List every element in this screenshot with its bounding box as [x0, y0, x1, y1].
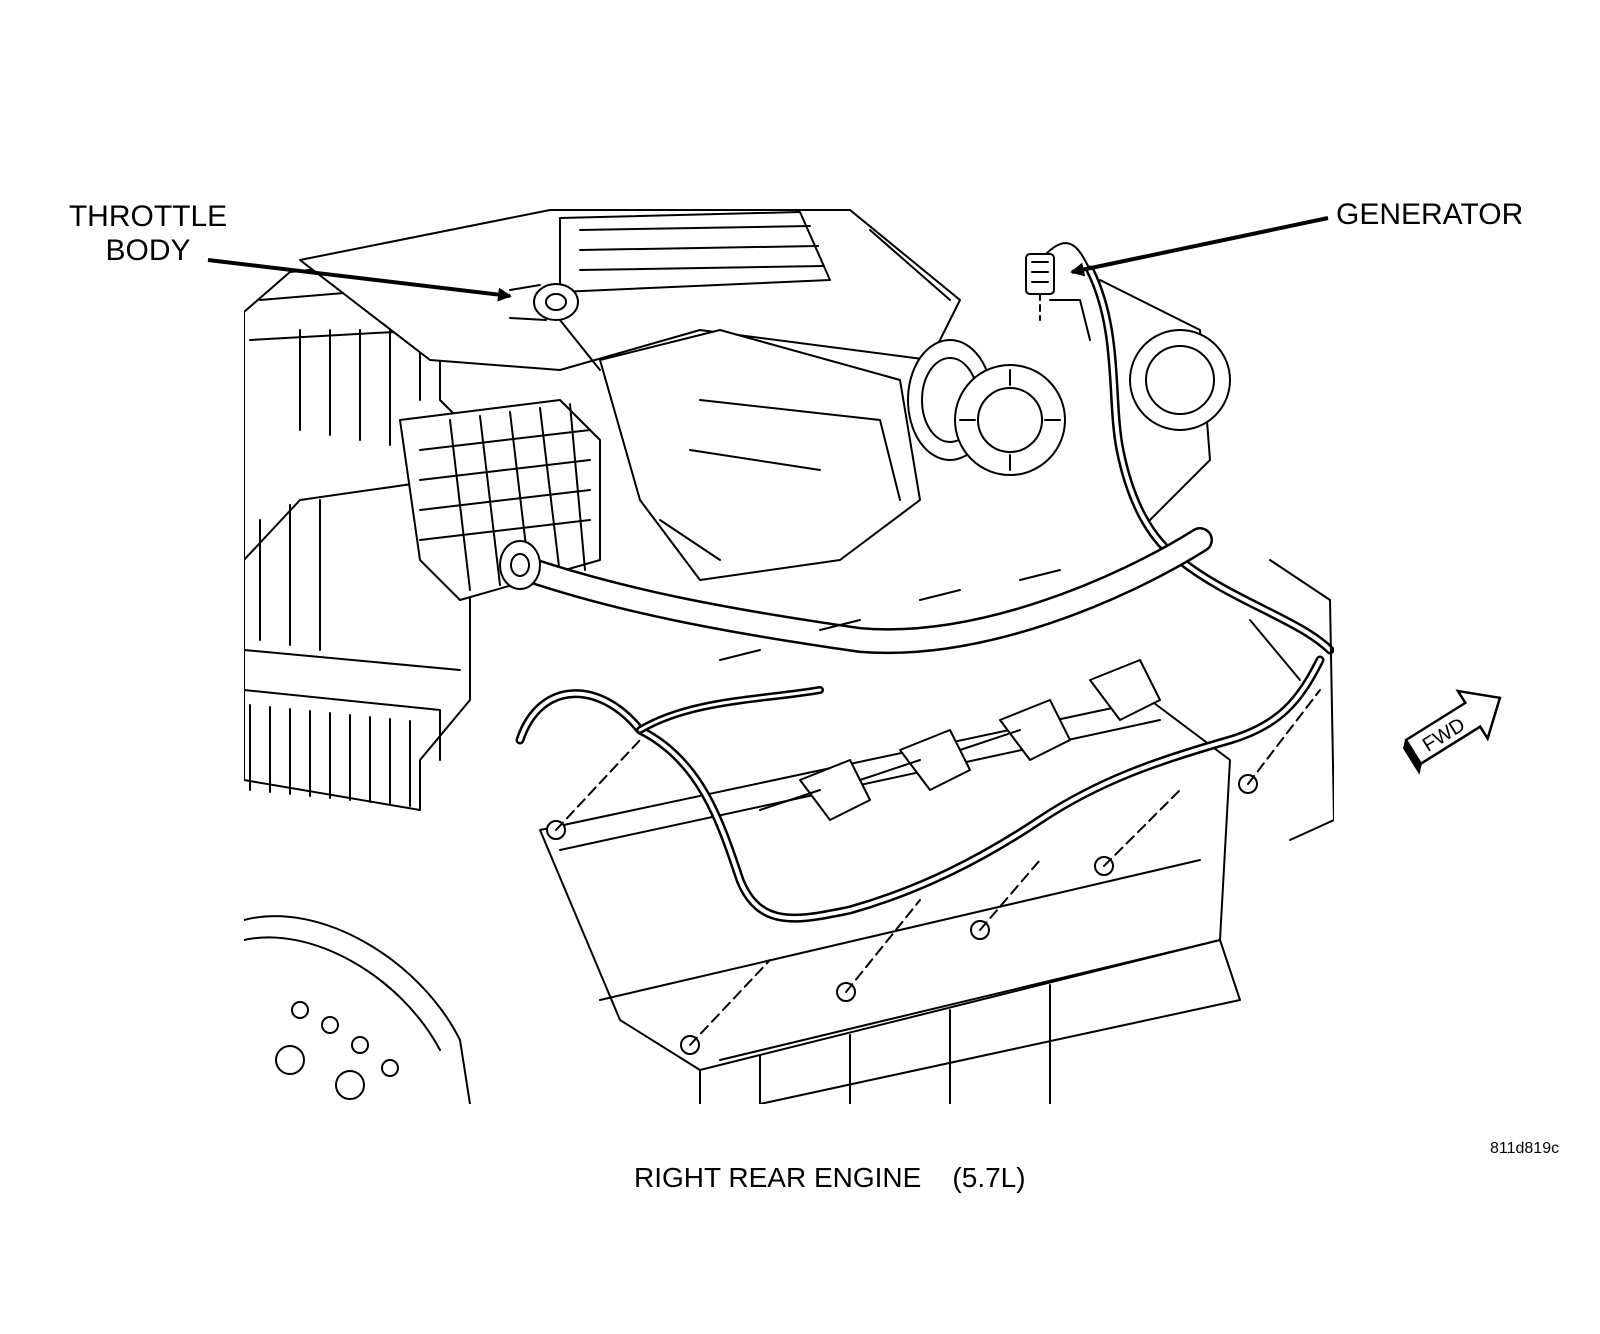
intake-grid: [399, 399, 601, 601]
figure-id: 811d819c: [1490, 1140, 1560, 1157]
ignition-coils: [719, 569, 1161, 821]
engine-line-art: [244, 209, 1334, 1104]
throttle-body: [509, 283, 601, 371]
figure-caption: RIGHT REAR ENGINE (5.7L): [634, 1162, 1026, 1193]
generator-unit: [954, 279, 1231, 521]
flywheel: [244, 915, 471, 1104]
coolant-hose: [499, 527, 1213, 654]
fwd-arrow-icon: FWD: [1403, 689, 1502, 775]
generator-connector: [1025, 242, 1091, 321]
harness-studs: [546, 689, 1321, 1055]
generator-label: GENERATOR: [1336, 198, 1524, 231]
air-duct-housing: [599, 329, 993, 581]
throttle-body-leader-arrow: [207, 258, 512, 302]
throttle-body-label-line2: BODY: [105, 234, 191, 267]
throttle-body-label: THROTTLE BODY: [68, 200, 228, 268]
cylinder-head: [539, 699, 1241, 1104]
generator-leader-arrow: [1070, 216, 1329, 277]
right-bracket: [1249, 559, 1334, 841]
throttle-body-label-line1: THROTTLE: [68, 200, 228, 233]
